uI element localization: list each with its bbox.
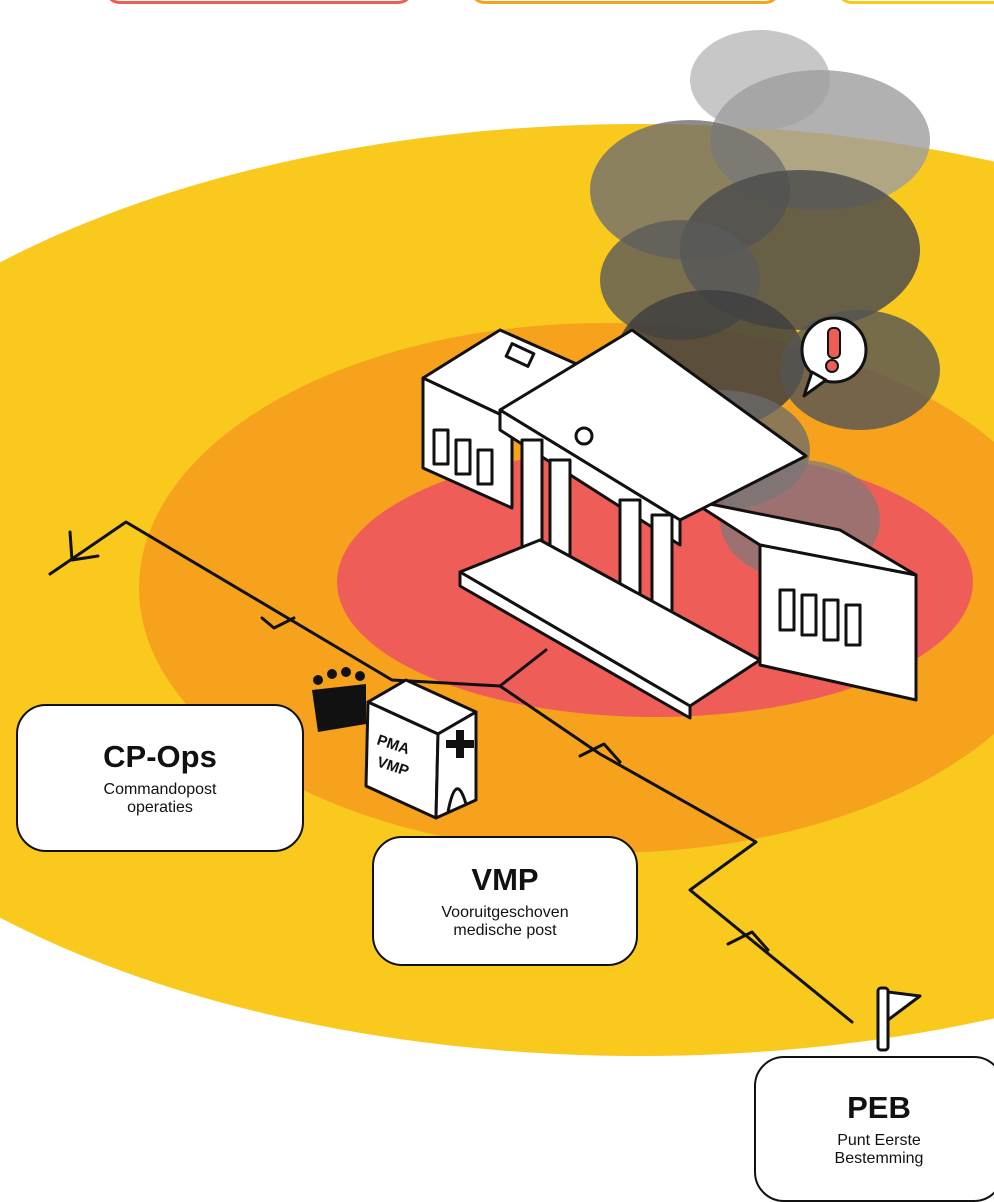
vmp-subtitle: Vooruitgeschoven medische post	[441, 904, 568, 940]
cp-ops-label: CP-Ops Commandopost operaties	[16, 704, 304, 852]
arrow-head-1	[68, 530, 100, 562]
vmp-subtitle-line2: medische post	[453, 922, 557, 939]
peb-subtitle-line1: Punt Eerste	[837, 1132, 921, 1149]
vmp-title: VMP	[471, 862, 539, 897]
arrow-head-3	[578, 742, 622, 764]
government-building-icon	[421, 328, 918, 720]
roof-hatch	[504, 342, 536, 368]
vmp-label: VMP Vooruitgeschoven medische post	[372, 836, 638, 966]
cp-ops-subtitle-line2: operaties	[127, 799, 193, 816]
vmp-subtitle-line1: Vooruitgeschoven	[441, 904, 569, 921]
crowd-icon	[312, 667, 366, 732]
smoke-icon	[590, 30, 940, 580]
flag-icon	[876, 986, 922, 1052]
arrow-head-2	[260, 616, 296, 630]
exclamation-bubble-icon	[800, 316, 868, 398]
peb-subtitle: Punt Eerste Bestemming	[835, 1132, 924, 1168]
peb-title: PEB	[847, 1090, 911, 1125]
medical-tent-icon: PMA VMP	[364, 678, 478, 820]
peb-label: PEB Punt Eerste Bestemming	[754, 1056, 994, 1202]
cp-ops-title: CP-Ops	[103, 739, 217, 774]
cp-ops-subtitle: Commandopost operaties	[104, 781, 217, 817]
route-to-cp-ops	[48, 520, 548, 688]
peb-subtitle-line2: Bestemming	[834, 1150, 924, 1167]
route-to-peb	[498, 684, 854, 1024]
arrow-head-4	[726, 930, 770, 952]
cp-ops-subtitle-line1: Commandopost	[103, 781, 217, 798]
